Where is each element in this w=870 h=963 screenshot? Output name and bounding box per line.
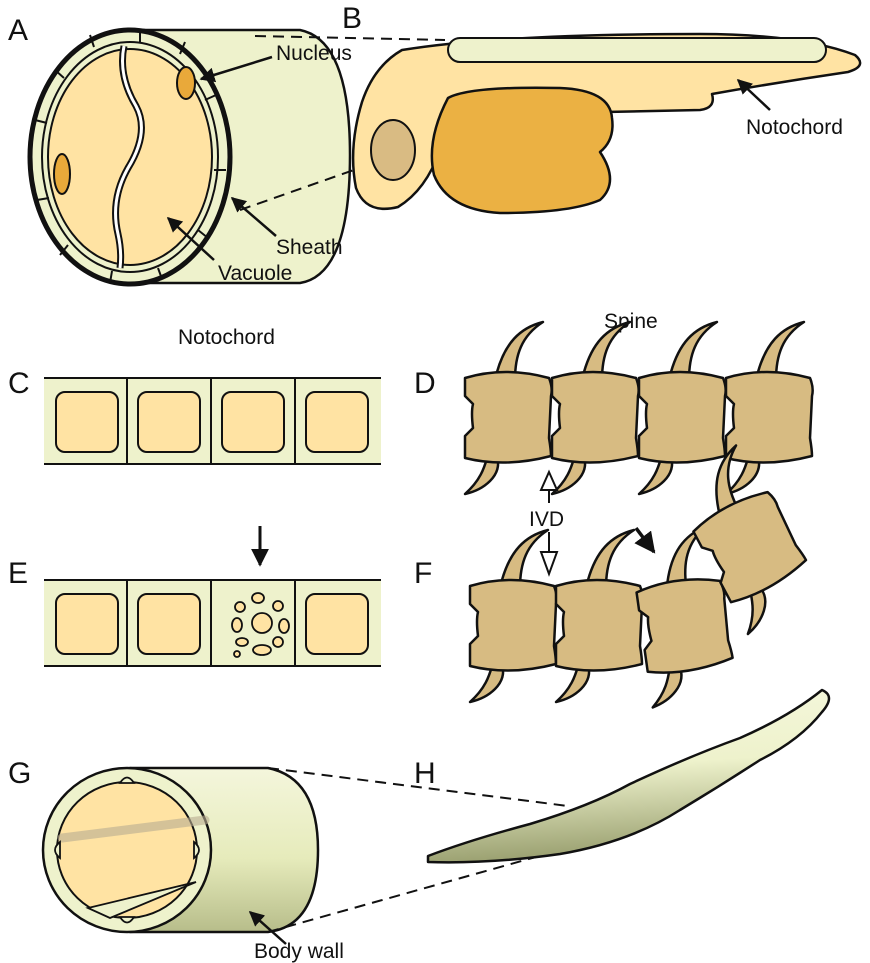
panel-b-letter: B bbox=[342, 2, 362, 35]
panel-a-letter: A bbox=[8, 14, 28, 47]
panel-c-letter: C bbox=[8, 367, 30, 400]
sheath-label: Sheath bbox=[276, 236, 343, 259]
nucleus-right bbox=[177, 67, 195, 99]
eye bbox=[371, 120, 415, 180]
panel-e-notochord-lesion: E bbox=[8, 526, 381, 666]
yolk bbox=[432, 88, 613, 213]
ivd-up-arrow-icon bbox=[541, 472, 557, 490]
panel-e-letter: E bbox=[8, 557, 28, 590]
panel-c-notochord-segment: Notochord C bbox=[8, 326, 381, 464]
body-wall-label: Body wall bbox=[254, 940, 344, 963]
vacuole-cell bbox=[56, 594, 118, 654]
ivd-label: IVD bbox=[529, 508, 564, 531]
nucleus-left bbox=[54, 154, 70, 194]
notochord-rod bbox=[448, 38, 826, 62]
vertebra bbox=[552, 322, 639, 494]
notochord-label-b: Notochord bbox=[746, 116, 843, 139]
panel-f-letter: F bbox=[414, 557, 432, 590]
panel-h-larva-outline: H bbox=[414, 690, 829, 862]
vertebra bbox=[556, 530, 643, 702]
vertebra bbox=[726, 322, 813, 494]
panel-a-notochord-cross-section: Nucleus Sheath Vacuole A bbox=[8, 14, 352, 285]
vacuole-label: Vacuole bbox=[218, 262, 292, 285]
vacuole-cell bbox=[222, 392, 284, 452]
vertebra bbox=[639, 322, 726, 494]
vacuole-cell bbox=[306, 392, 368, 452]
ivd-down-arrow-icon bbox=[541, 552, 557, 574]
nucleus-label: Nucleus bbox=[276, 42, 352, 65]
vacuole-cell bbox=[138, 594, 200, 654]
vacuole-cell bbox=[56, 392, 118, 452]
larva-body bbox=[428, 690, 829, 862]
notochord-header: Notochord bbox=[178, 326, 275, 349]
panel-d-letter: D bbox=[414, 367, 436, 400]
vacuole-cell bbox=[306, 594, 368, 654]
panel-g-letter: G bbox=[8, 757, 31, 790]
deformity-arrow bbox=[636, 528, 654, 552]
body-lumen bbox=[57, 782, 197, 918]
vacuole-cell bbox=[138, 392, 200, 452]
vertebra bbox=[465, 322, 552, 494]
panel-h-letter: H bbox=[414, 757, 436, 790]
panel-d-spine: Spine D bbox=[414, 310, 813, 494]
panel-b-zebrafish-embryo: Notochord B bbox=[342, 2, 860, 213]
panel-g-body-wall-section: G Body wall bbox=[8, 757, 344, 963]
